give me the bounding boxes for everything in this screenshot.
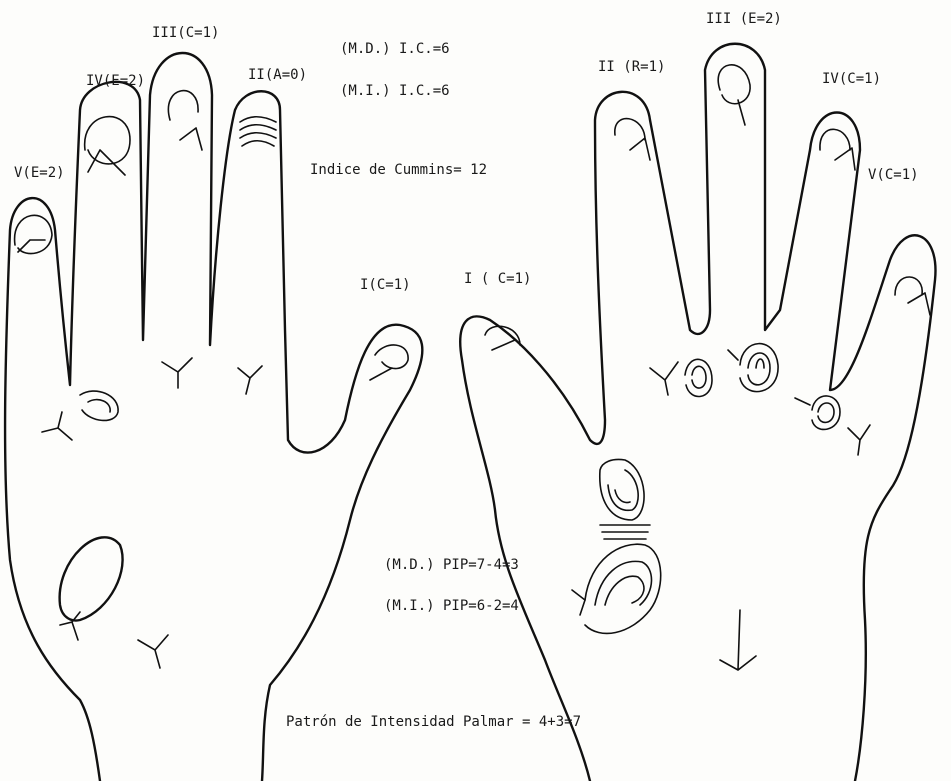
left-middle-label: III(C=1) — [152, 26, 219, 40]
right-thenar-loop-lower — [585, 544, 661, 633]
right-hand-outline — [460, 44, 935, 781]
left-middle-loop — [168, 91, 202, 150]
left-thenar-oval — [60, 537, 123, 620]
cummins-index-label: Indice de Cummins= 12 — [310, 163, 487, 177]
right-middle-label: III (E=2) — [706, 12, 782, 26]
right-interdigital-loop-3 — [812, 396, 840, 429]
right-thumb-label: I ( C=1) — [464, 272, 531, 286]
right-little-label: V(C=1) — [868, 168, 919, 182]
left-index-arch — [240, 117, 276, 146]
md-pip-label: (M.D.) PIP=7-4=3 — [384, 558, 519, 572]
left-ring-whorl — [85, 117, 130, 175]
md-ic-label: (M.D.) I.C.=6 — [340, 42, 450, 56]
palmar-intensity-label: Patrón de Intensidad Palmar = 4+3=7 — [286, 715, 581, 729]
left-triradius-4 — [138, 635, 168, 668]
left-index-label: II(A=0) — [248, 68, 307, 82]
right-triradius-1 — [650, 362, 678, 395]
right-triradius-4 — [848, 425, 870, 455]
left-triradius-1 — [162, 358, 192, 388]
right-ring-loop — [820, 129, 855, 170]
mi-ic-label: (M.I.) I.C.=6 — [340, 84, 450, 98]
right-interdigital-loop-1 — [685, 359, 712, 396]
right-hand — [460, 44, 935, 781]
mi-pip-label: (M.I.) PIP=6-2=4 — [384, 599, 519, 613]
left-thumb-loop — [370, 345, 408, 380]
right-thenar-loop-upper — [600, 459, 644, 520]
right-index-loop — [615, 119, 650, 160]
right-triradius-3 — [795, 398, 810, 405]
left-thumb-label: I(C=1) — [360, 278, 411, 292]
left-palm-loop — [80, 391, 118, 420]
right-index-label: II (R=1) — [598, 60, 665, 74]
right-thenar-crossing — [600, 525, 650, 539]
right-thenar-triradius — [572, 590, 585, 615]
left-triradius-3 — [42, 412, 72, 440]
right-interdigital-loop-2 — [740, 344, 778, 392]
right-ring-label: IV(C=1) — [822, 72, 881, 86]
left-triradius-2 — [238, 366, 262, 394]
left-little-label: V(E=2) — [14, 166, 65, 180]
right-middle-whorl — [718, 65, 750, 125]
right-triradius-5 — [720, 610, 756, 670]
right-triradius-2 — [728, 350, 738, 360]
left-little-loop — [15, 215, 52, 253]
left-ring-label: IV(E=2) — [86, 74, 145, 88]
right-little-loop — [895, 277, 930, 315]
left-thenar-triradius — [60, 612, 80, 640]
